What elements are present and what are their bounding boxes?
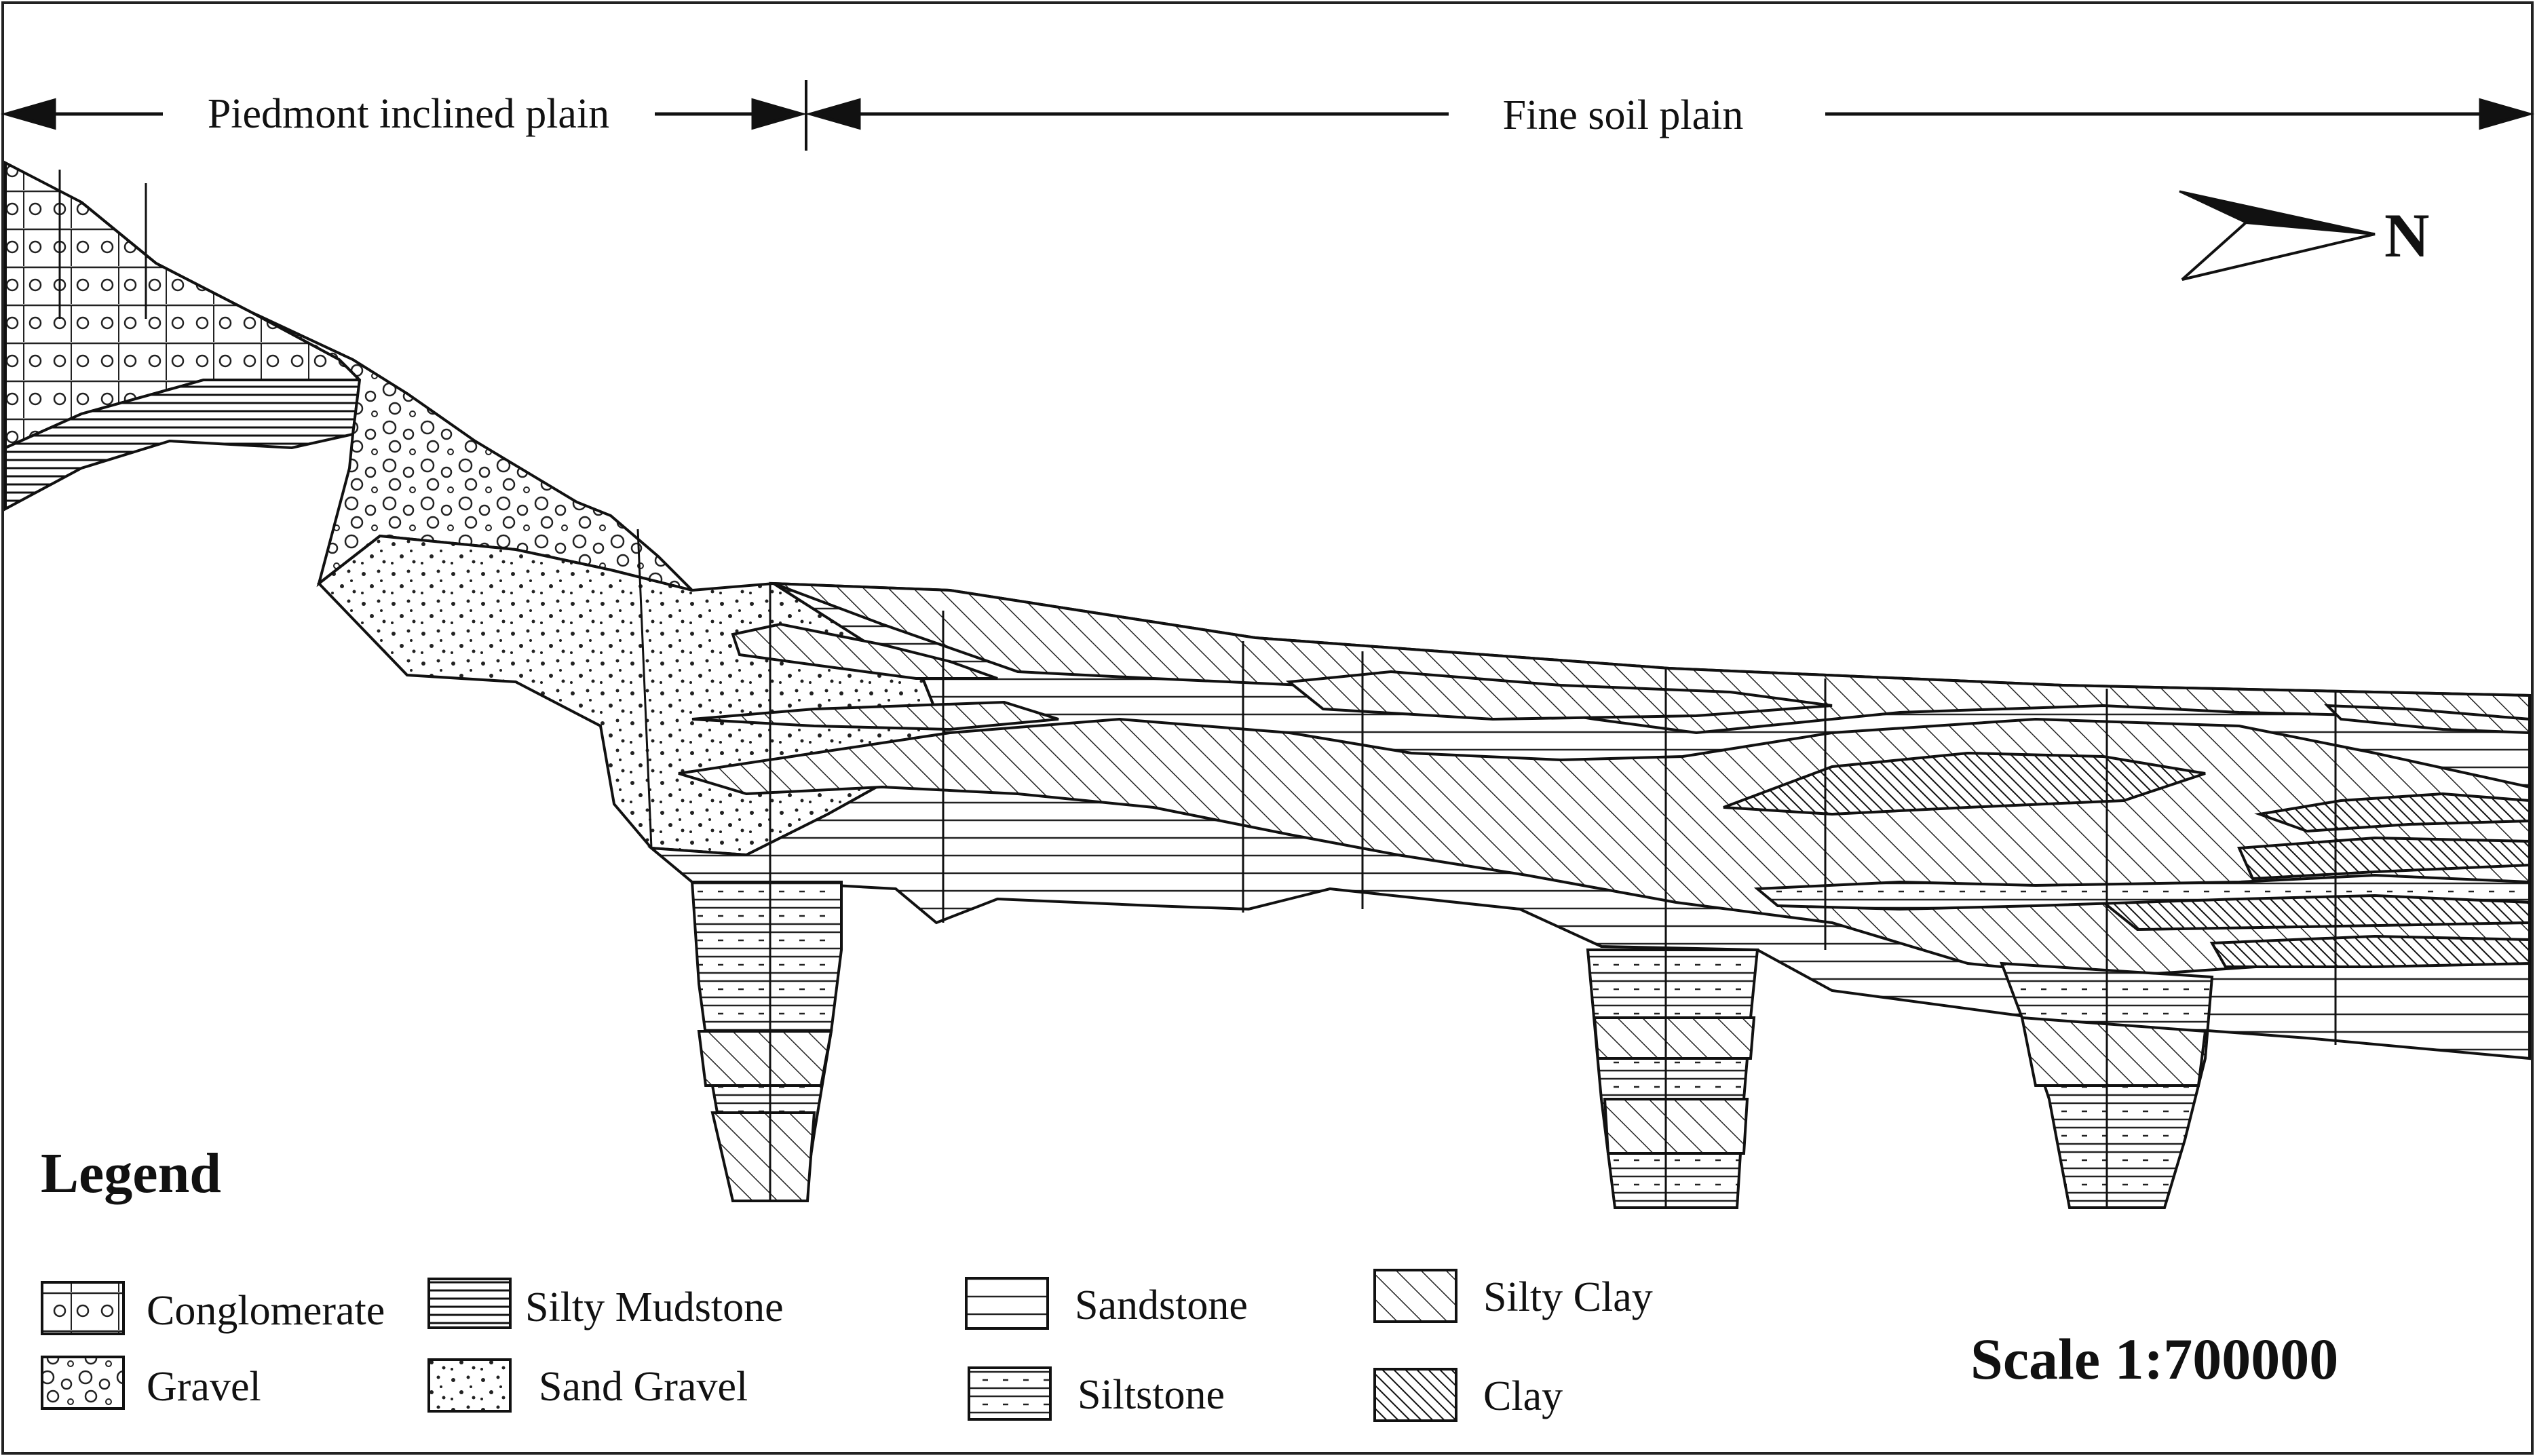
legend-swatch-silty-mudstone bbox=[427, 1278, 512, 1329]
legend-label-silty-clay: Silty Clay bbox=[1483, 1274, 1653, 1320]
layer-clay-lens-2 bbox=[2254, 792, 2531, 833]
zone-label-piedmont: Piedmont inclined plain bbox=[208, 91, 609, 137]
legend-title: Legend bbox=[41, 1142, 221, 1205]
legend-label-clay: Clay bbox=[1483, 1373, 1563, 1419]
legend-swatch-silty-clay bbox=[1373, 1269, 1457, 1323]
borehole-column-2 bbox=[1586, 949, 1759, 1209]
legend-item-silty-clay: Silty Clay bbox=[1373, 1269, 1653, 1323]
north-arrow-icon bbox=[2179, 190, 2376, 281]
borehole-column-2-clay bbox=[1593, 1016, 1756, 1060]
north-label: N bbox=[2384, 201, 2429, 270]
layer-silty-clay-lens-b bbox=[1285, 670, 1833, 721]
legend-swatch-sand-gravel bbox=[427, 1358, 512, 1413]
layer-clay-lens-5 bbox=[2209, 934, 2531, 968]
legend-label-silty-mudstone: Silty Mudstone bbox=[525, 1284, 784, 1330]
layer-clay-lens-3 bbox=[2237, 836, 2531, 881]
legend-item-sand-gravel: Sand Gravel bbox=[427, 1358, 748, 1413]
borehole-column-1-clay bbox=[697, 1030, 833, 1087]
cross-section-body bbox=[4, 160, 2531, 1209]
legend-label-siltstone: Siltstone bbox=[1078, 1372, 1225, 1418]
layer-silty-clay-upper bbox=[773, 582, 2531, 735]
legend-item-gravel: Gravel bbox=[41, 1356, 261, 1410]
borehole-column-3-clay bbox=[2020, 1016, 2207, 1087]
legend-label-gravel: Gravel bbox=[147, 1364, 261, 1410]
legend-swatch-gravel bbox=[41, 1356, 125, 1410]
layer-silty-clay-mid bbox=[691, 700, 1059, 731]
legend-item-conglomerate: Conglomerate bbox=[41, 1281, 385, 1335]
scale-label: Scale 1:700000 bbox=[1970, 1326, 2338, 1392]
legend-swatch-conglomerate bbox=[41, 1281, 125, 1335]
zone-label-fine-soil: Fine soil plain bbox=[1503, 92, 1744, 138]
borehole-column-2-clay-2 bbox=[1603, 1098, 1749, 1155]
legend-item-siltstone: Siltstone bbox=[968, 1366, 1225, 1421]
layer-silty-clay-lens-c bbox=[2323, 704, 2531, 735]
legend-swatch-clay bbox=[1373, 1368, 1457, 1422]
legend-swatch-siltstone bbox=[968, 1366, 1052, 1421]
legend-item-clay: Clay bbox=[1373, 1368, 1563, 1422]
legend-label-sandstone: Sandstone bbox=[1075, 1282, 1248, 1328]
borehole-column-1-clay-2 bbox=[710, 1111, 816, 1202]
layer-clay-lens-1 bbox=[1723, 751, 2206, 816]
legend-item-silty-mudstone: Silty Mudstone bbox=[427, 1278, 784, 1330]
zone-bar bbox=[0, 80, 2535, 151]
legend-label-conglomerate: Conglomerate bbox=[147, 1288, 385, 1334]
legend-label-sand-gravel: Sand Gravel bbox=[539, 1364, 748, 1410]
legend: Conglomerate Gravel Silty Mudstone Sand … bbox=[41, 1269, 1653, 1422]
legend-swatch-sandstone bbox=[965, 1277, 1049, 1330]
layer-silty-mudstone-left bbox=[4, 379, 362, 512]
legend-item-sandstone: Sandstone bbox=[965, 1277, 1248, 1330]
layer-silty-clay-lens-a bbox=[731, 622, 998, 680]
